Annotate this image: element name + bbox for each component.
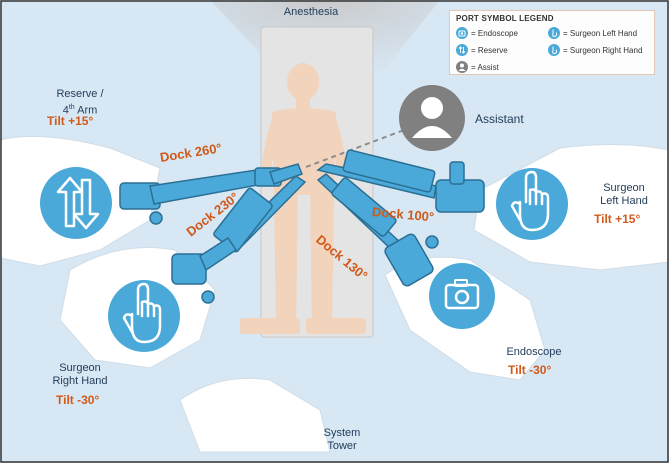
robotic-arm-dock-100 [316,149,485,213]
pointing-hand-icon [548,44,560,56]
reserve-label: Reserve / 4th Arm [50,88,110,118]
legend-assist-text: = Assist [471,62,499,72]
legend-item-right-hand: = Surgeon Right Hand [548,44,642,56]
legend-item-reserve: = Reserve [456,44,508,56]
robotic-arm-dock-230 [171,175,307,304]
legend-title: PORT SYMBOL LEGEND [456,14,554,23]
surgeon-right-label-line2: Right Hand [52,375,108,387]
endoscope-label: Endoscope [506,346,562,358]
system-tower-label-line2: Tower [327,440,357,452]
legend-endoscope-text: = Endoscope [471,28,518,38]
surgeon-left-label-line2: Left Hand [600,195,648,207]
surgeon-left-label-line1: Surgeon [603,182,645,194]
surgeon-left-tilt: Tilt +15° [594,212,641,226]
legend-item-endoscope: = Endoscope [456,27,518,39]
camera-icon [456,27,468,39]
surgeon-left-label: Surgeon Left Hand [594,182,654,208]
patient-figure [240,63,366,334]
surgeon-right-tilt: Tilt -30° [56,393,100,407]
endoscope-tilt: Tilt -30° [508,363,552,377]
legend-item-left-hand: = Surgeon Left Hand [548,27,637,39]
legend-item-assist: = Assist [456,61,499,73]
system-tower-base [179,377,331,453]
surgeon-right-hand-pointing-hand-icon [108,280,180,352]
reserve-label-line2: 4th Arm [62,104,98,117]
pointing-hand-icon [548,27,560,39]
surgeon-right-label: Surgeon Right Hand [48,362,112,388]
reserve-tilt: Tilt +15° [47,114,94,128]
assistant-person-icon [399,85,465,151]
legend-left-hand-text: = Surgeon Left Hand [563,28,638,38]
reserve-up-down-arrows-icon [40,167,112,239]
up-down-arrows-icon [456,44,468,56]
person-icon [456,61,468,73]
legend-right-hand-text: = Surgeon Right Hand [563,45,643,55]
surgeon-right-label-line1: Surgeon [59,362,101,374]
system-tower-label: System Tower [314,427,370,453]
surgeon-left-hand-pointing-hand-icon [496,168,568,240]
robotic-arm-dock-260 [119,163,303,225]
anesthesia-label: Anesthesia [283,6,339,18]
assistant-label: Assistant [475,112,524,126]
robotic-arm-dock-130 [316,173,439,287]
system-tower-label-line1: System [323,427,361,439]
port-symbol-legend: PORT SYMBOL LEGEND = Endoscope = Reserve… [449,10,655,75]
endoscope-camera-icon [429,263,495,329]
reserve-label-line1: Reserve / [56,88,104,100]
legend-reserve-text: = Reserve [471,45,508,55]
